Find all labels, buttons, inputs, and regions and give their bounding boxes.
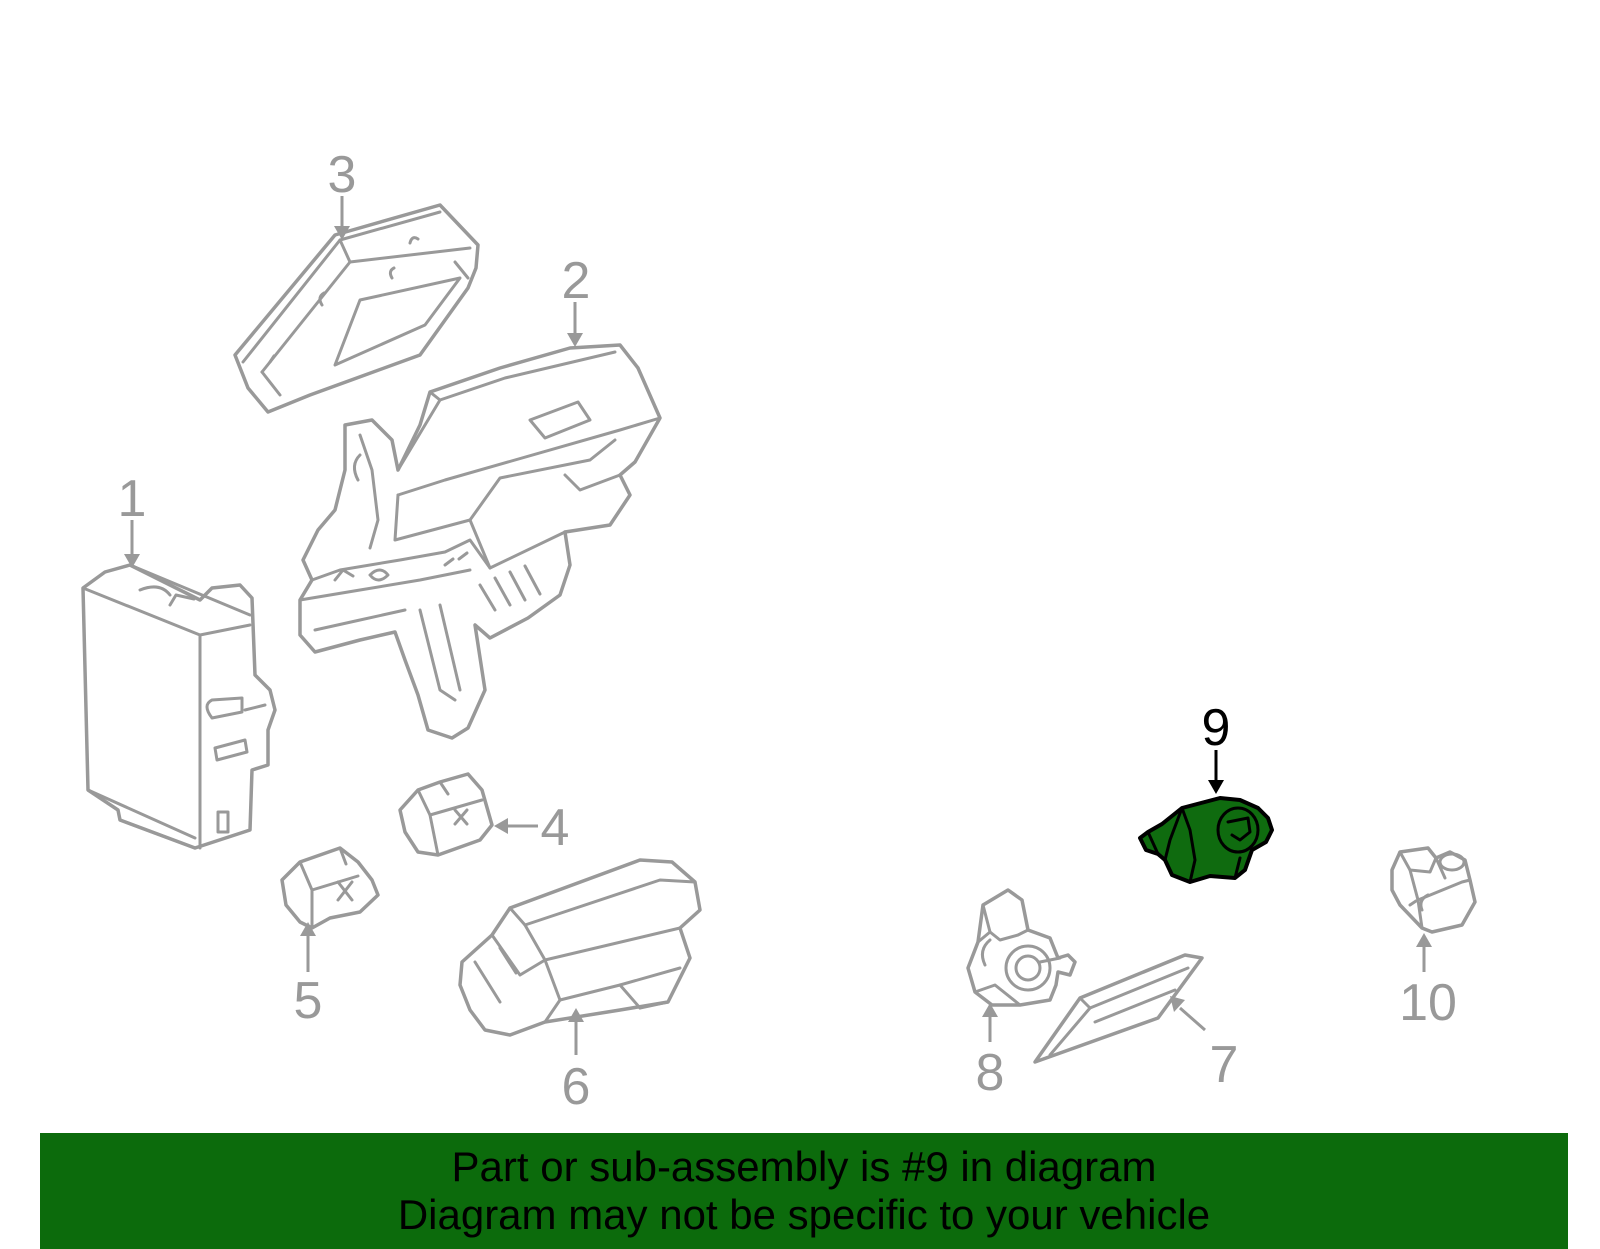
callout-1: 1 bbox=[118, 470, 147, 528]
callout-6: 6 bbox=[562, 1058, 591, 1116]
callout-3: 3 bbox=[328, 146, 357, 204]
leader-7 bbox=[1170, 996, 1206, 1032]
callout-2: 2 bbox=[562, 252, 591, 310]
leader-2 bbox=[567, 302, 583, 347]
callout-10: 10 bbox=[1399, 974, 1457, 1032]
part-6[interactable] bbox=[458, 858, 702, 1037]
leader-5 bbox=[300, 922, 316, 972]
callout-5: 5 bbox=[294, 972, 323, 1030]
callout-7: 7 bbox=[1210, 1036, 1239, 1094]
leader-9 bbox=[1208, 750, 1224, 794]
banner-line-1: Part or sub-assembly is #9 in diagram bbox=[451, 1143, 1157, 1190]
banner-line-2: Diagram may not be specific to your vehi… bbox=[397, 1191, 1211, 1238]
callout-8: 8 bbox=[976, 1044, 1005, 1102]
part-9-highlighted[interactable] bbox=[1138, 796, 1274, 884]
part-3[interactable] bbox=[233, 203, 480, 414]
part-10[interactable] bbox=[1390, 846, 1477, 934]
leader-10 bbox=[1416, 933, 1432, 972]
part-2[interactable] bbox=[298, 343, 662, 740]
part-5[interactable] bbox=[280, 846, 380, 930]
info-banner: Part or sub-assembly is #9 in diagram Di… bbox=[40, 1133, 1568, 1249]
callout-9: 9 bbox=[1202, 699, 1231, 757]
part-1[interactable] bbox=[81, 563, 277, 850]
leader-3 bbox=[334, 196, 350, 240]
leader-8 bbox=[982, 1003, 998, 1042]
leader-6 bbox=[568, 1008, 584, 1055]
part-9-body bbox=[1138, 796, 1274, 884]
part-4[interactable] bbox=[398, 772, 494, 857]
part-7[interactable] bbox=[1033, 953, 1204, 1064]
leader-1 bbox=[124, 520, 140, 568]
callout-4: 4 bbox=[541, 799, 570, 857]
part-8[interactable] bbox=[966, 888, 1077, 1007]
leader-4 bbox=[494, 818, 538, 834]
